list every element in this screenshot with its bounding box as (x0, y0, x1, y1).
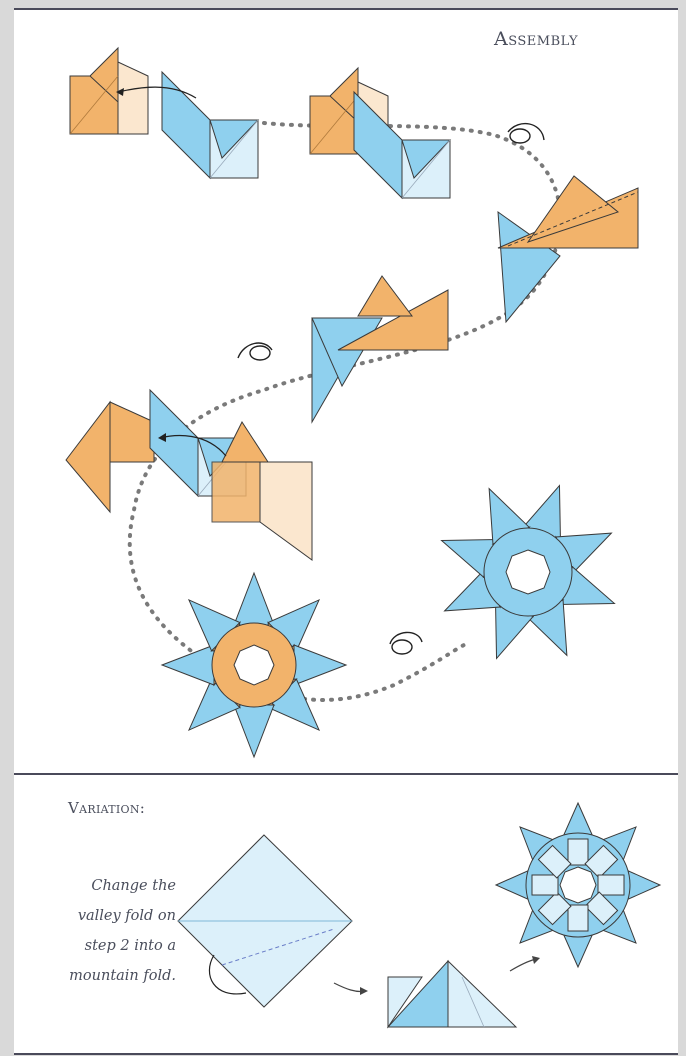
variation-panel: Variation: Change the valley fold on ste… (14, 773, 678, 1055)
step-4-units (312, 276, 448, 422)
star-back (435, 479, 622, 666)
variation-star (496, 803, 660, 967)
folded-unit (388, 961, 516, 1027)
arrow-up-right-icon (510, 959, 536, 971)
step-2-units (310, 68, 450, 198)
variation-diagram (14, 775, 678, 1053)
step-5-units (66, 390, 312, 560)
assembly-diagram (14, 10, 678, 773)
step-1-units (70, 48, 258, 178)
assembly-panel: Assembly (14, 8, 678, 773)
step-3-units (498, 176, 638, 322)
star-front (162, 573, 346, 757)
